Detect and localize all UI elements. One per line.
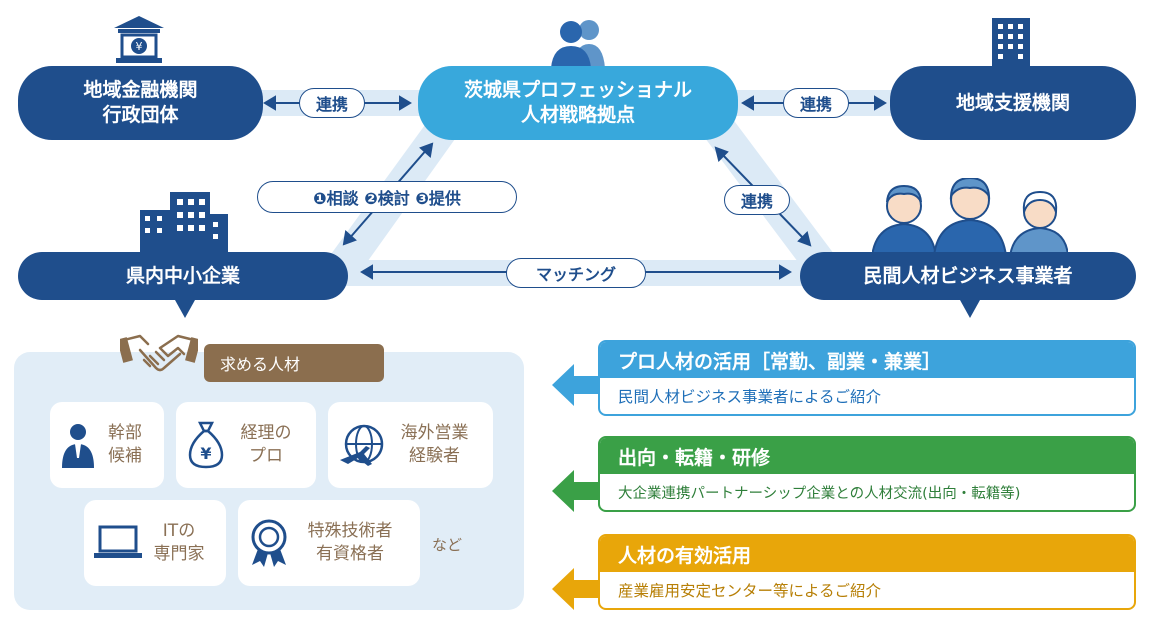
steps-tag: ❶相談 ❷検討 ❸提供 [257, 181, 517, 213]
arrow-head [360, 264, 373, 280]
band-desc: 民間人材ビジネス事業者によるご紹介 [618, 388, 882, 406]
band-pro-talent: プロ人材の活用［常勤、副業・兼業］ 民間人材ビジネス事業者によるご紹介 [598, 340, 1136, 416]
company-buildings-icon [140, 192, 228, 254]
band-effective-use: 人材の有効活用 産業雇用安定センター等によるご紹介 [598, 534, 1136, 610]
svg-text:¥: ¥ [200, 444, 211, 463]
talent-label: 幹部 候補 [108, 423, 142, 466]
talent-card-overseas: 海外営業 経験者 [328, 402, 493, 488]
talent-label: ITの 専門家 [153, 521, 205, 564]
support-node: 地域支援機関 [890, 66, 1136, 140]
talent-label: 経理の プロ [240, 423, 292, 466]
staff-people-icon [872, 178, 1068, 256]
band-title: 出向・転籍・研修 [600, 438, 1134, 474]
arrow-head [342, 230, 357, 246]
talent-card-accounting: ¥ 経理の プロ [176, 402, 316, 488]
bank-icon: ¥ [114, 16, 164, 63]
matching-tag: マッチング [506, 258, 646, 288]
left-arrow-green-icon [552, 470, 598, 512]
arrow-head [714, 146, 729, 162]
award-icon [251, 519, 287, 567]
link-diag-tag: 連携 [724, 185, 790, 215]
money-bag-icon: ¥ [188, 421, 224, 469]
arrow-head [263, 95, 276, 111]
talent-label: 海外営業 経験者 [400, 423, 469, 466]
left-arrow-orange-icon [552, 568, 598, 610]
link-left-tag: 連携 [299, 88, 365, 118]
arrow-head [779, 264, 792, 280]
band-desc: 大企業連携パートナーシップ企業との人材交流(出向・転籍等) [618, 485, 1021, 502]
arrow-head [399, 95, 412, 111]
arrow-head [797, 231, 812, 247]
sme-pointer [175, 300, 195, 318]
band-secondment: 出向・転籍・研修 大企業連携パートナーシップ企業との人材交流(出向・転籍等) [598, 436, 1136, 512]
globe-plane-icon [340, 424, 384, 466]
svg-text:¥: ¥ [136, 40, 143, 53]
people-icon [551, 20, 605, 68]
band-desc: 産業雇用安定センター等によるご紹介 [618, 582, 882, 600]
hub-node: 茨城県プロフェッショナル 人材戦略拠点 [418, 66, 738, 140]
finance-node: 地域金融機関 行政団体 [18, 66, 263, 140]
link-right-tag: 連携 [783, 88, 849, 118]
left-arrow-blue-icon [552, 364, 598, 406]
band-title: 人材の有効活用 [600, 536, 1134, 572]
private-pointer [960, 300, 980, 318]
private-node: 民間人材ビジネス事業者 [800, 252, 1136, 300]
talent-title: 求める人材 [204, 344, 384, 382]
arrow-head [874, 95, 887, 111]
sme-node: 県内中小企業 [18, 252, 348, 300]
band-title: プロ人材の活用［常勤、副業・兼業］ [600, 342, 1134, 378]
talent-card-executive: 幹部 候補 [50, 402, 164, 488]
arrow-head [741, 95, 754, 111]
talent-card-specialist: 特殊技術者 有資格者 [238, 500, 420, 586]
office-building-icon [992, 18, 1030, 68]
talent-card-it: ITの 専門家 [84, 500, 226, 586]
handshake-icon [120, 334, 198, 372]
laptop-icon [94, 525, 142, 558]
executive-icon [62, 424, 94, 468]
etc-label: など [432, 536, 463, 554]
arrow-head [419, 142, 434, 158]
talent-label: 特殊技術者 有資格者 [307, 521, 393, 564]
